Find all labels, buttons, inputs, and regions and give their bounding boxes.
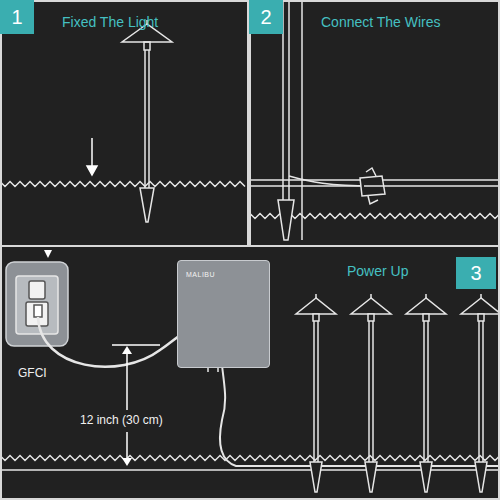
light-stroke [423, 314, 429, 321]
light-stroke [427, 321, 429, 462]
light-stroke [478, 321, 480, 462]
light-stroke [372, 321, 374, 462]
light-stroke [425, 294, 427, 298]
step-panel: Connect The Wires 2 [249, 0, 500, 247]
light-stroke [370, 294, 372, 298]
light-stroke [313, 321, 315, 462]
step-number-text: 3 [470, 262, 481, 285]
light-stroke [315, 294, 317, 298]
light-stroke [317, 321, 319, 462]
step-number: 3 [456, 257, 496, 289]
light-stroke [482, 321, 484, 462]
ground-line [0, 456, 500, 461]
step-title: Power Up [347, 263, 408, 279]
light-stroke [365, 462, 377, 492]
light-stroke [406, 298, 446, 314]
power-setup [0, 250, 500, 470]
path-light [122, 20, 172, 222]
step-title: Fixed The Light [62, 14, 158, 30]
transformer-box: MALIBU [177, 260, 270, 368]
light-stroke [368, 314, 374, 321]
step-number-text: 1 [11, 6, 22, 29]
step-title: Connect The Wires [321, 14, 441, 30]
light-stroke [475, 462, 487, 492]
step-panel: Power Up 3 MALIBU [0, 245, 500, 500]
path-lights [296, 294, 500, 492]
light-stroke [310, 462, 322, 492]
light-stroke [423, 321, 425, 462]
light-stroke [296, 298, 336, 314]
ground-line [0, 182, 245, 187]
light-stroke [461, 298, 500, 314]
light-stroke [478, 314, 484, 321]
light-stroke [313, 314, 319, 321]
dimension-label: 12 inch (30 cm) [78, 413, 165, 427]
outlet-label: GFCI [16, 366, 49, 380]
down-arrow [87, 138, 97, 175]
step-number: 2 [249, 0, 283, 34]
step-number-text: 2 [260, 6, 271, 29]
light-stroke [480, 294, 482, 298]
brand-name: MALIBU [186, 271, 215, 278]
light-stroke [420, 462, 432, 492]
step-number: 1 [0, 0, 34, 34]
light-stroke [351, 298, 391, 314]
light-stroke [368, 321, 370, 462]
step-panel: Fixed The Light 1 [0, 0, 249, 247]
wire-connection [250, 0, 500, 240]
